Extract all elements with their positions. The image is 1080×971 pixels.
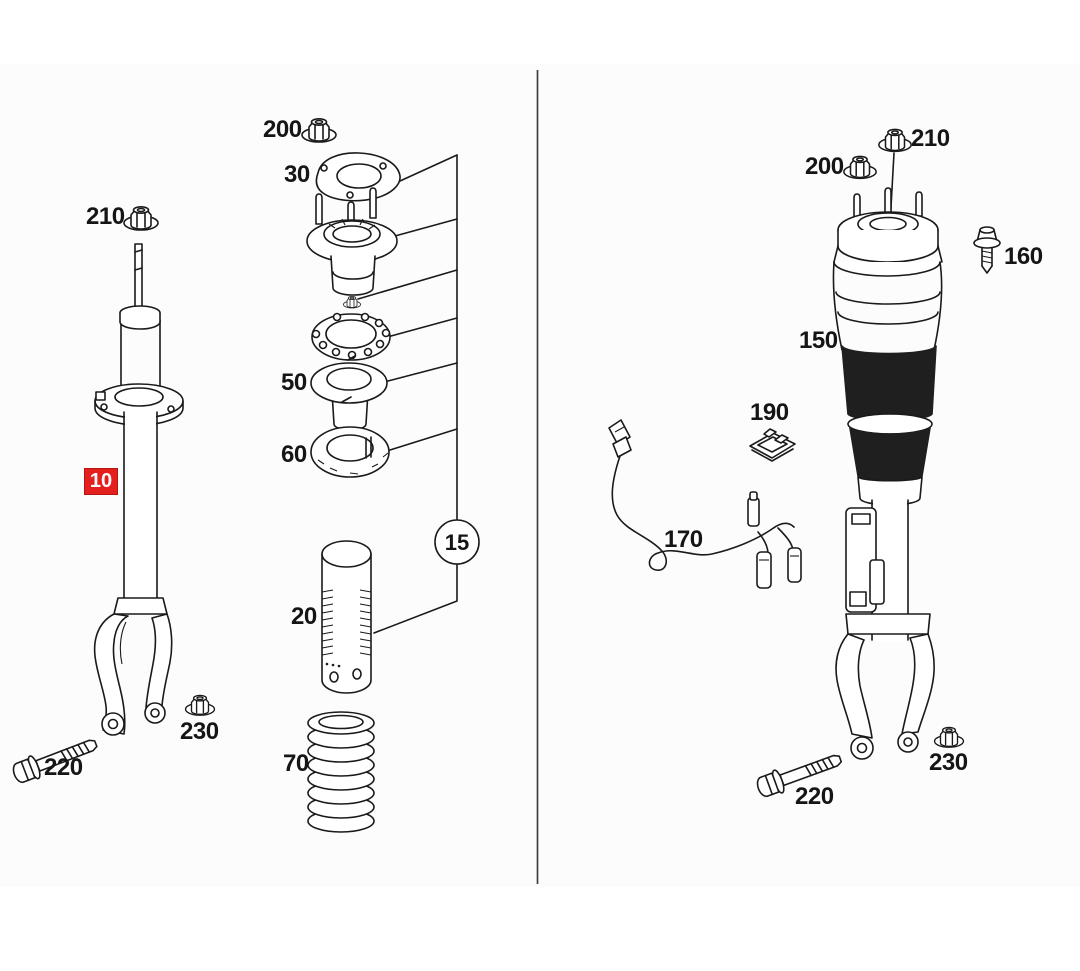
part-label-230-right: 230 bbox=[929, 749, 968, 776]
fork-nut-230-right-icon bbox=[933, 726, 965, 748]
coil-spring-70-drawing bbox=[307, 711, 375, 833]
rod-nut-210-right-icon bbox=[878, 128, 912, 153]
part-label-60: 60 bbox=[281, 441, 307, 468]
part-label-230-left: 230 bbox=[180, 718, 219, 745]
part-label-200-mid: 200 bbox=[263, 116, 302, 143]
top-plate-30-drawing bbox=[315, 152, 401, 202]
rod-nut-210-left-icon bbox=[123, 206, 159, 231]
part-label-15: 15 bbox=[444, 530, 470, 555]
mount-nut-200-icon bbox=[301, 118, 337, 143]
clip-190-drawing bbox=[749, 428, 796, 462]
part-label-200-right: 200 bbox=[805, 153, 844, 180]
mount-nut-200-right-icon bbox=[843, 155, 877, 180]
part-label-170: 170 bbox=[664, 526, 703, 553]
valve-160-drawing bbox=[973, 226, 1001, 274]
part-label-150: 150 bbox=[799, 327, 838, 354]
dust-cover-20-drawing bbox=[321, 540, 372, 694]
part-label-50: 50 bbox=[281, 369, 307, 396]
group-circle-15 bbox=[434, 519, 480, 565]
fork-nut-230-left-icon bbox=[184, 694, 216, 716]
part-label-210-right: 210 bbox=[911, 125, 950, 152]
part-label-220-right: 220 bbox=[795, 783, 834, 810]
part-label-20: 20 bbox=[291, 603, 317, 630]
spring-seat-50-drawing bbox=[310, 362, 388, 431]
air-strut-150-drawing bbox=[832, 152, 943, 760]
strut-mount-drawing bbox=[306, 187, 398, 296]
part-label-160: 160 bbox=[1004, 243, 1043, 270]
part-label-190: 190 bbox=[750, 399, 789, 426]
part-label-70: 70 bbox=[283, 750, 309, 777]
mount-small-nut-icon bbox=[343, 295, 361, 309]
sensor-cable-170-drawing bbox=[608, 419, 802, 589]
seat-ring-60-drawing bbox=[310, 426, 390, 478]
leader-lines-group-15 bbox=[357, 154, 458, 634]
part-label-220-left: 220 bbox=[44, 754, 83, 781]
part-label-10-highlighted: 10 bbox=[84, 468, 118, 495]
part-label-210-left: 210 bbox=[86, 203, 125, 230]
bearing-ring-drawing bbox=[311, 312, 391, 361]
part-label-30: 30 bbox=[284, 161, 310, 188]
shock-absorber-10-drawing bbox=[93, 243, 184, 736]
